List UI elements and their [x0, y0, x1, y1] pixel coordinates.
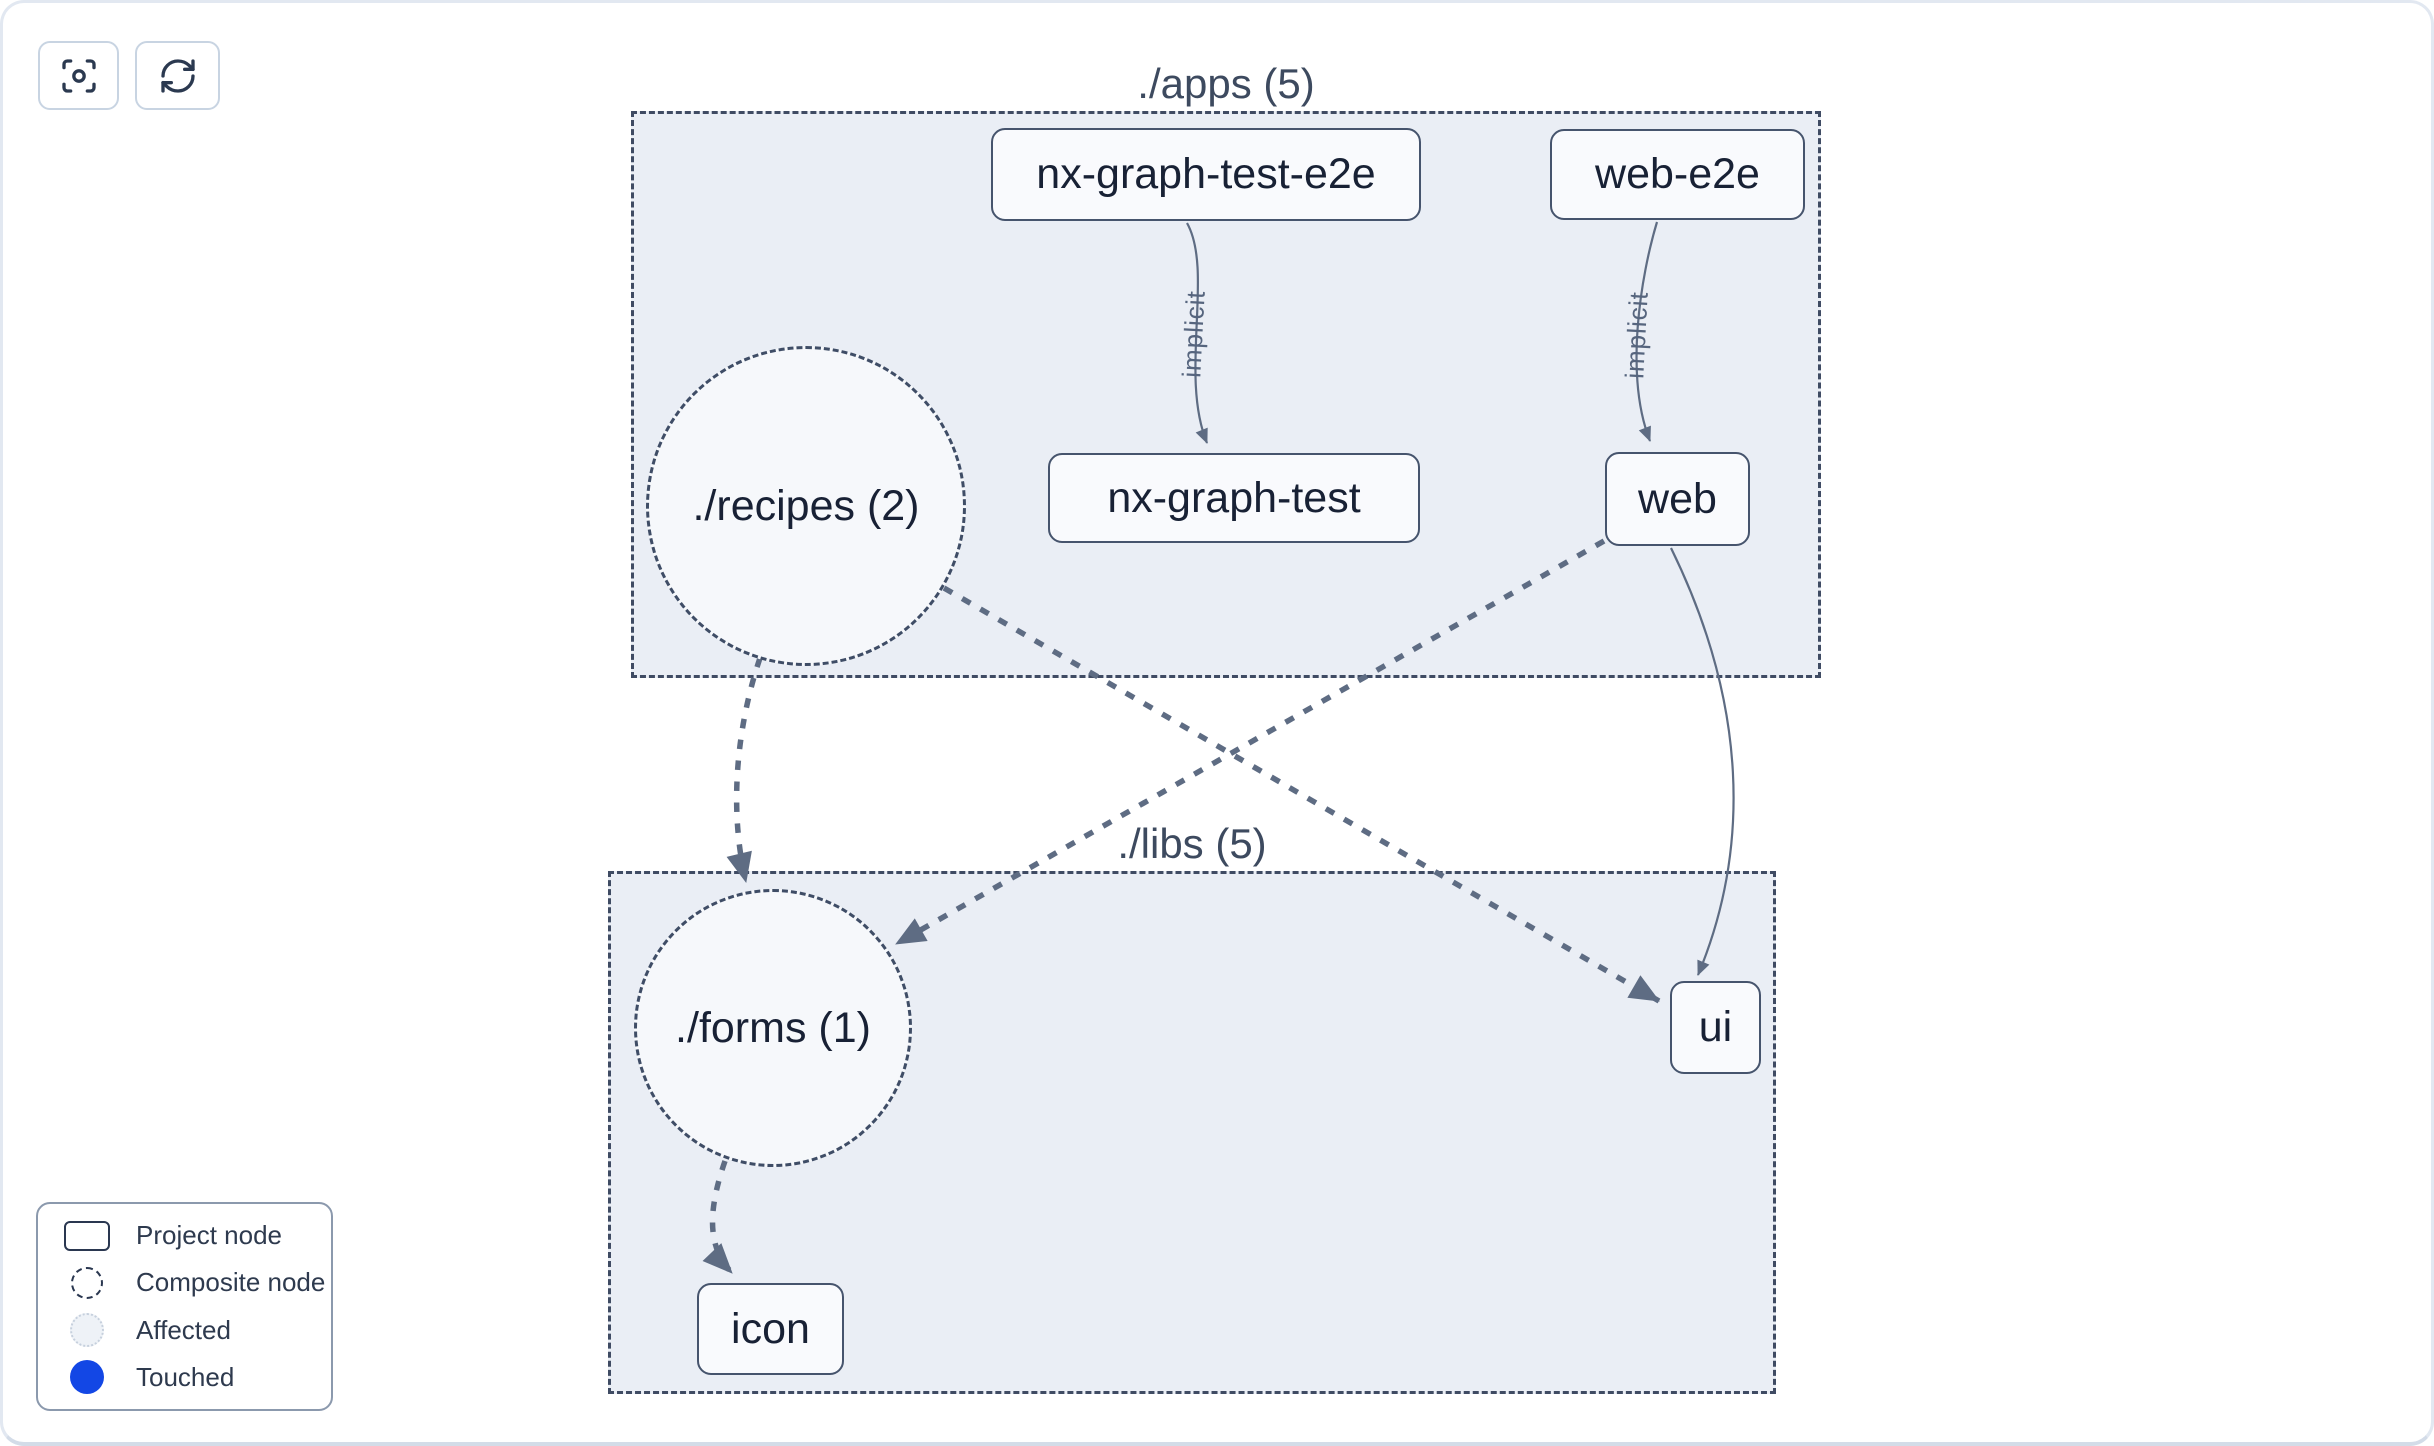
node-ui[interactable]: ui [1670, 981, 1761, 1074]
refresh-button[interactable] [135, 41, 220, 110]
node-label: nx-graph-test [1107, 473, 1361, 522]
edge-forms-to-icon [702, 1160, 735, 1275]
edge-web-to-ui [1670, 547, 1735, 976]
composite-node-forms[interactable]: ./forms (1) [634, 889, 912, 1167]
node-label: ui [1698, 1003, 1733, 1051]
affected-swatch [70, 1313, 104, 1348]
focus-icon [59, 56, 99, 96]
legend-item-touched: Touched [38, 1354, 331, 1401]
node-label: ./recipes (2) [692, 481, 920, 530]
group-libs-title: ./libs (5) [1117, 820, 1267, 867]
focus-button[interactable] [38, 41, 119, 110]
legend-label: Touched [136, 1361, 235, 1392]
project-node-swatch [64, 1220, 110, 1251]
edge-web-to-forms [894, 538, 1606, 947]
legend-label: Project node [136, 1220, 282, 1251]
composite-node-recipes[interactable]: ./recipes (2) [646, 346, 966, 666]
edge-label-implicit-1: implicit [1176, 289, 1211, 379]
refresh-icon [158, 56, 198, 96]
legend-item-composite-node: Composite node [38, 1259, 331, 1306]
legend-item-affected: Affected [38, 1307, 331, 1354]
edge-label-implicit-2: implicit [1619, 290, 1654, 380]
node-nx-graph-test[interactable]: nx-graph-test [1048, 453, 1420, 543]
node-icon[interactable]: icon [697, 1283, 844, 1375]
dependency-edges [702, 221, 1735, 1275]
edge-nx-graph-test-e2e-to-nx-graph-test [1186, 222, 1209, 444]
legend-label: Composite node [136, 1267, 326, 1298]
touched-swatch [70, 1360, 104, 1395]
group-apps-title: ./apps (5) [1137, 60, 1315, 107]
legend-panel: Project node Composite node Affected Tou… [36, 1202, 333, 1411]
node-web[interactable]: web [1605, 452, 1750, 546]
node-label: icon [731, 1304, 810, 1353]
node-web-e2e[interactable]: web-e2e [1550, 129, 1805, 220]
node-label: web-e2e [1595, 150, 1760, 198]
node-nx-graph-test-e2e[interactable]: nx-graph-test-e2e [991, 128, 1421, 221]
edge-recipes-to-ui [942, 585, 1661, 1004]
composite-node-swatch [71, 1266, 103, 1299]
legend-label: Affected [136, 1314, 231, 1345]
node-label: nx-graph-test-e2e [1036, 150, 1376, 198]
node-label: web [1638, 474, 1717, 523]
node-label: ./forms (1) [675, 1003, 871, 1052]
legend-item-project-node: Project node [38, 1212, 331, 1259]
edge-web-e2e-to-web [1635, 221, 1659, 442]
edge-recipes-to-forms [726, 657, 763, 883]
